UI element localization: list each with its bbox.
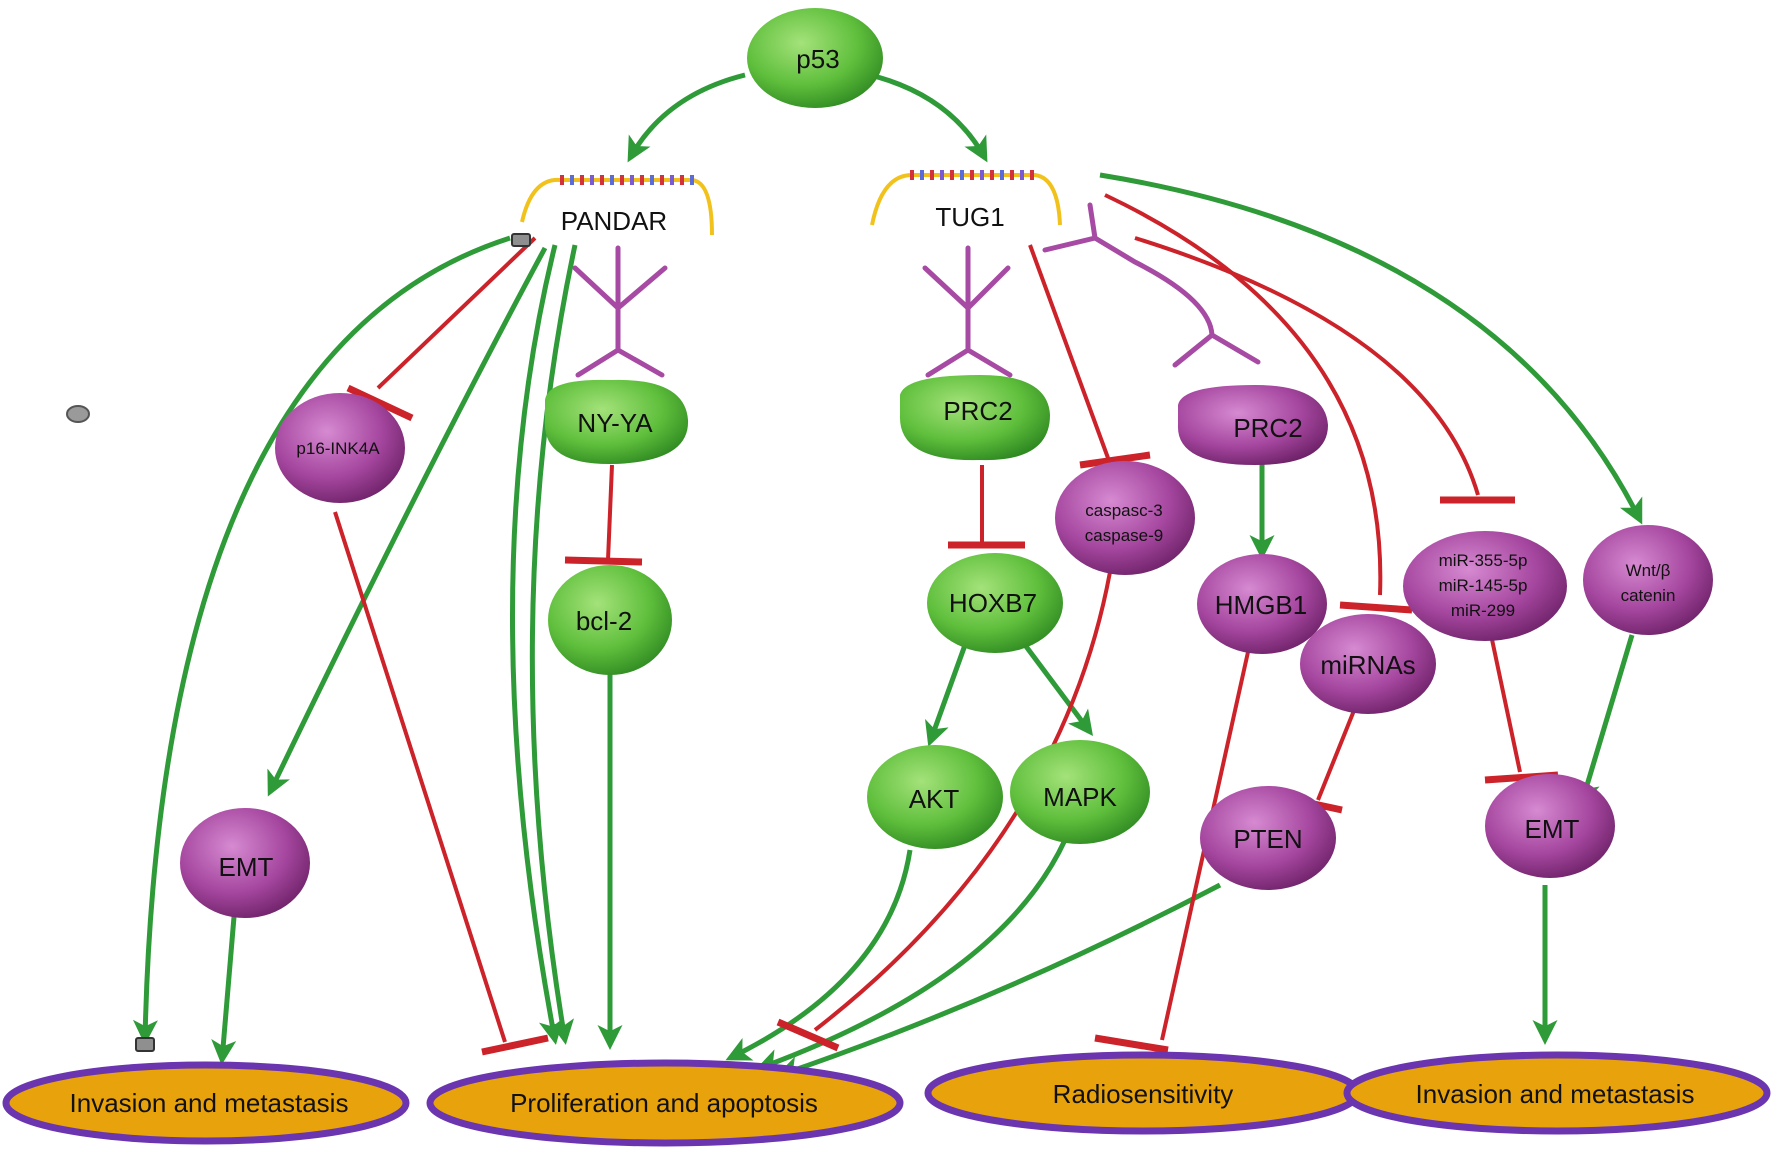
edge-p53-tug1: [869, 72, 988, 163]
node-prc2-green: PRC2: [899, 375, 1050, 461]
node-emt-right-label: EMT: [1525, 814, 1580, 844]
receptor-tug1-prc2-purple: [1042, 202, 1261, 368]
node-emt-left-label: EMT: [219, 852, 274, 882]
edge-nyya-bcl2: [606, 464, 614, 561]
edge-akt-proliferation: [725, 849, 913, 1061]
node-bcl2: bcl-2: [548, 565, 672, 675]
outcome-invasion-right-label: Invasion and metastasis: [1416, 1079, 1695, 1109]
edge-pandar-invasion: [132, 235, 511, 1045]
stray-grey-dot: [66, 405, 90, 423]
node-akt: AKT: [867, 745, 1003, 849]
edge-pandar-proliferation-1: [510, 244, 564, 1045]
outcome-invasion-left-label: Invasion and metastasis: [70, 1088, 349, 1118]
node-mirnas: miRNAs: [1300, 614, 1436, 714]
receptor-links: [572, 202, 1261, 378]
tbar-caspase: [1079, 451, 1151, 469]
edge-tug1-mir: [1134, 236, 1480, 496]
outcome-invasion-right: Invasion and metastasis: [1343, 1051, 1771, 1135]
node-prc2-purple-label: PRC2: [1233, 413, 1302, 443]
activation-edges: [132, 72, 1643, 1081]
node-wnt-label-2: catenin: [1621, 586, 1676, 605]
node-wnt-label-1: Wnt/β: [1626, 561, 1671, 580]
node-nyya-label: NY-YA: [577, 408, 653, 438]
node-hoxb7-label: HOXB7: [949, 588, 1037, 618]
pandar-rna-bases: [560, 175, 694, 185]
node-caspase-label-1: caspasc-3: [1085, 501, 1162, 520]
node-pten: PTEN: [1200, 786, 1336, 890]
tug1-rna-bases: [910, 170, 1034, 180]
node-hmgb1: HMGB1: [1197, 554, 1327, 654]
outcome-radiosensitivity-label: Radiosensitivity: [1053, 1079, 1234, 1109]
node-wnt: Wnt/β catenin: [1583, 525, 1713, 635]
edge-hoxb7-mapk: [1022, 643, 1093, 737]
node-p16: p16-INK4A: [275, 393, 405, 503]
edge-emt-left-invasion: [211, 904, 238, 1065]
edge-pandar-p16: [376, 236, 537, 390]
edge-pten-proliferation: [775, 882, 1222, 1081]
edge-pandar-emt: [267, 246, 548, 797]
node-hmgb1-label: HMGB1: [1215, 590, 1307, 620]
edge-p16-proliferation: [333, 511, 507, 1043]
edge-hoxb7-akt: [925, 644, 968, 747]
tbar-p16-proliferation: [481, 1034, 549, 1056]
pandar-lncrna: [520, 175, 714, 236]
tug1-lncrna: [870, 170, 1062, 226]
tbar-bcl2: [564, 556, 643, 566]
tbar-p16: [346, 384, 414, 422]
node-p53-label: p53: [796, 44, 839, 74]
invasion-anchor-marker: [135, 1037, 155, 1052]
node-mapk-label: MAPK: [1043, 782, 1117, 812]
outcome-invasion-left: Invasion and metastasis: [2, 1061, 410, 1145]
node-mir-label-3: miR-299: [1451, 601, 1515, 620]
receptor-pandar-nyya: [572, 245, 668, 378]
node-mir-label-2: miR-145-5p: [1439, 576, 1528, 595]
node-akt-label: AKT: [909, 784, 960, 814]
node-mir: miR-355-5p miR-145-5p miR-299: [1403, 531, 1567, 641]
node-caspase: caspasc-3 caspase-9: [1055, 461, 1195, 575]
node-pandar-label: PANDAR: [561, 206, 667, 236]
node-emt-right: EMT: [1485, 774, 1615, 878]
tbar-mirnas: [1339, 601, 1413, 614]
edge-tug1-mirnas: [1104, 193, 1383, 596]
edge-mirnas-pten: [1316, 707, 1357, 801]
outcome-radiosensitivity: Radiosensitivity: [924, 1051, 1362, 1135]
tbar-caspase-proliferation: [776, 1018, 840, 1052]
edge-wnt-emt-right: [1575, 634, 1635, 807]
outcome-proliferation: Proliferation and apoptosis: [426, 1059, 904, 1147]
node-nyya: NY-YA: [544, 379, 689, 465]
edge-mir-emt: [1488, 629, 1522, 773]
node-hoxb7: HOXB7: [927, 553, 1063, 653]
node-tug1-label: TUG1: [935, 202, 1004, 232]
node-caspase-label-2: caspase-9: [1085, 526, 1163, 545]
node-mir-label-1: miR-355-5p: [1439, 551, 1528, 570]
node-prc2-green-label: PRC2: [943, 396, 1012, 426]
receptor-tug1-prc2: [922, 245, 1013, 378]
node-bcl2-label: bcl-2: [576, 606, 632, 636]
node-prc2-purple: PRC2: [1177, 385, 1328, 465]
node-mirnas-label: miRNAs: [1320, 650, 1415, 680]
edge-tug1-caspase: [1028, 244, 1110, 459]
pandar-anchor-marker: [511, 233, 531, 247]
outcome-proliferation-label: Proliferation and apoptosis: [510, 1088, 818, 1118]
node-p53: p53: [747, 8, 883, 108]
node-emt-left: EMT: [180, 808, 310, 918]
node-mapk: MAPK: [1010, 740, 1150, 844]
edge-p53-pandar: [627, 72, 746, 163]
edge-pandar-proliferation-2: [529, 244, 578, 1045]
node-pten-label: PTEN: [1233, 824, 1302, 854]
node-p16-label: p16-INK4A: [296, 439, 380, 458]
edge-caspase-proliferation: [813, 571, 1112, 1032]
edge-tug1-wnt: [1099, 172, 1643, 525]
tbar-radio: [1094, 1034, 1169, 1054]
